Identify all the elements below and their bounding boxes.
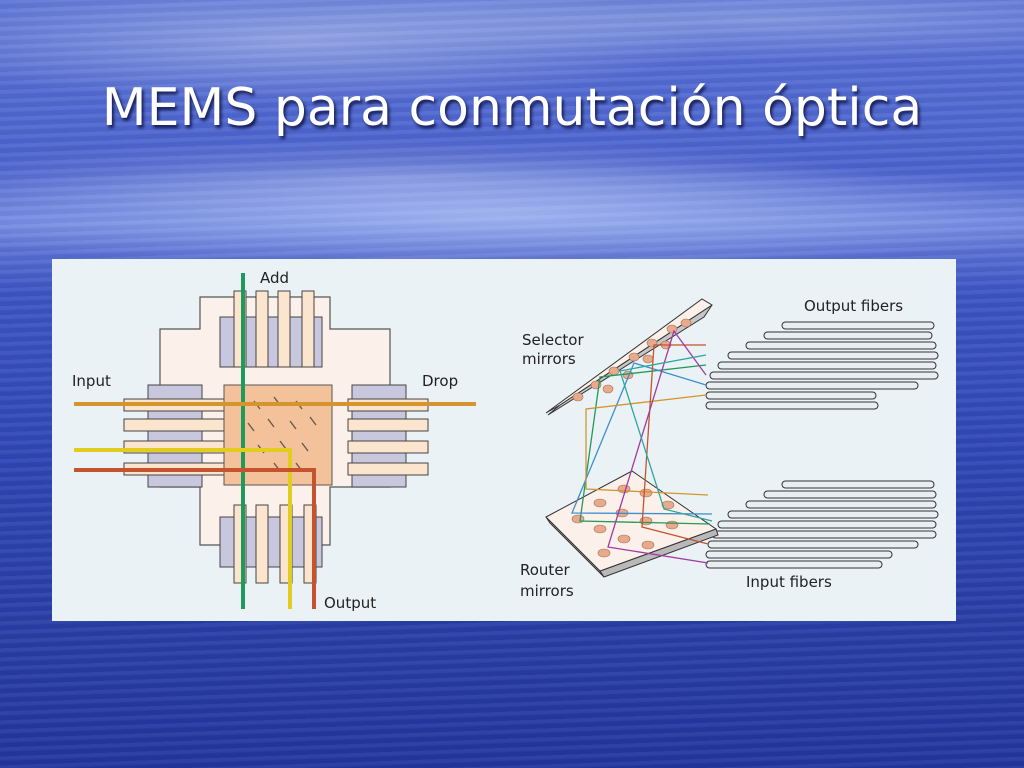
output-fiber-bundle xyxy=(705,321,939,410)
output-label: Output xyxy=(324,594,376,612)
slide-title: MEMS para conmutación óptica xyxy=(101,78,923,138)
crossconnect-light-paths xyxy=(571,329,713,564)
selector-mirrors-label-line1: Selector xyxy=(522,331,584,349)
input-label: Input xyxy=(72,372,111,390)
add-connector xyxy=(219,290,323,368)
output-connector xyxy=(219,504,323,584)
drop-connector xyxy=(347,384,429,488)
input-fiber-bundle xyxy=(705,480,939,569)
mems-diagram: Add Input Drop Output xyxy=(72,269,939,612)
oadm-diagram: Add Input Drop Output xyxy=(72,269,476,612)
router-mirrors-label-line1: Router xyxy=(520,561,571,579)
mems-switching-figure: Add Input Drop Output xyxy=(52,259,956,621)
crossconnect-diagram: Selector mirrors Router mirrors Output f… xyxy=(520,297,939,600)
yellow-beam xyxy=(74,448,292,609)
input-fibers-label: Input fibers xyxy=(746,573,832,591)
selector-mirrors-label-line2: mirrors xyxy=(522,350,576,368)
selector-mirror-plate xyxy=(545,298,713,416)
router-mirrors-label-line2: mirrors xyxy=(520,582,574,600)
output-fibers-label: Output fibers xyxy=(804,297,903,315)
red-beam xyxy=(74,468,316,609)
drop-label: Drop xyxy=(422,372,458,390)
add-label: Add xyxy=(260,269,289,287)
